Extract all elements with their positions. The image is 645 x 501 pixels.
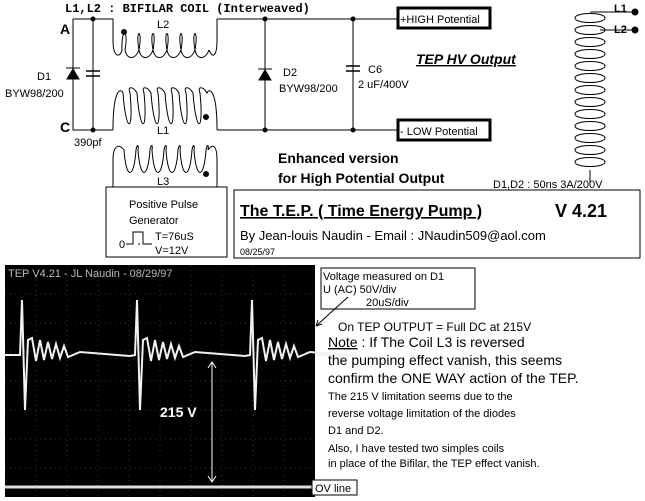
generator-line2: Generator bbox=[129, 215, 179, 227]
c6-capacitor-icon bbox=[346, 65, 360, 72]
note-output: On TEP OUTPUT = Full DC at 215V bbox=[338, 320, 531, 334]
junction bbox=[262, 16, 268, 22]
wire-left bbox=[72, 18, 114, 131]
wire-right bbox=[217, 18, 398, 131]
annotation-box bbox=[320, 267, 476, 310]
output-title: TEP HV Output bbox=[416, 51, 517, 67]
note-label: Note bbox=[328, 334, 358, 350]
schematic-labels: L1,L2 : BIFILAR COIL (Interweaved) A C D… bbox=[5, 2, 627, 257]
l2-label: L2 bbox=[157, 19, 169, 31]
zero-line-label: OV line bbox=[315, 483, 351, 495]
high-terminal-label: +HIGH Potential bbox=[400, 14, 480, 26]
author-line: By Jean-louis Naudin - Email : JNaudin50… bbox=[240, 228, 546, 243]
tep-title: The T.E.P. ( Time Energy Pump ) bbox=[240, 203, 482, 220]
low-terminal-box bbox=[396, 118, 492, 142]
note-rest: : If The Coil L3 is reversed bbox=[358, 334, 525, 350]
l3-label: L3 bbox=[157, 176, 169, 188]
polarity-dot bbox=[203, 114, 209, 120]
l1-label: L1 bbox=[157, 125, 169, 137]
date-label: 08/25/97 bbox=[240, 247, 275, 257]
oscilloscope: TEP V4.21 - JL Naudin - 08/29/97 215 V O… bbox=[5, 265, 361, 497]
note-line3: confirm the ONE WAY action of the TEP. bbox=[328, 370, 579, 386]
side-coil-l2: L2 bbox=[614, 24, 627, 36]
generator-box bbox=[105, 186, 228, 258]
schematic-title: L1,L2 : BIFILAR COIL (Interweaved) bbox=[65, 2, 310, 16]
enhanced-line1: Enhanced version bbox=[278, 150, 399, 166]
high-terminal-box bbox=[396, 6, 492, 30]
coil-l1-icon bbox=[112, 87, 218, 131]
zero-line-box bbox=[311, 479, 358, 496]
d1-diode-icon bbox=[66, 67, 80, 80]
side-coil-winding bbox=[574, 11, 635, 185]
junction bbox=[350, 127, 356, 133]
d1-part-label: BYW98/200 bbox=[5, 88, 64, 100]
voltage-arrow-icon bbox=[207, 361, 217, 483]
title-box bbox=[233, 189, 641, 259]
note-line4: The 215 V limitation seems due to the bbox=[328, 391, 513, 403]
schematic bbox=[66, 6, 641, 259]
scope-annotation: Voltage measured on D1 U (AC) 50V/div 20… bbox=[315, 267, 476, 327]
polarity-dot bbox=[203, 171, 209, 177]
scope-header: TEP V4.21 - JL Naudin - 08/29/97 bbox=[8, 268, 173, 280]
junction bbox=[350, 16, 356, 22]
generator-zero: 0 bbox=[119, 239, 125, 251]
low-terminal-label: - LOW Potential bbox=[400, 126, 478, 138]
note-line5: reverse voltage limitation of the diodes bbox=[328, 408, 516, 420]
title-block: The T.E.P. ( Time Energy Pump ) V 4.21 B… bbox=[240, 201, 607, 257]
d2-label: D2 bbox=[283, 67, 297, 79]
pulse-icon bbox=[126, 231, 152, 245]
note-line8: in place of the Bifilar, the TEP effect … bbox=[328, 458, 540, 470]
note-line6: D1 and D2. bbox=[328, 425, 384, 437]
note-line7: Also, I have tested two simples coils bbox=[328, 443, 505, 455]
generator-period: T=76uS bbox=[155, 231, 194, 243]
cap-390pf-label: 390pf bbox=[74, 137, 102, 149]
c6-value: 2 uF/400V bbox=[358, 79, 409, 91]
polarity-dot bbox=[121, 29, 127, 35]
junction bbox=[90, 16, 96, 22]
enhanced-line2: for High Potential Output bbox=[278, 170, 445, 186]
voltage-label: 215 V bbox=[160, 404, 197, 420]
node-c-label: C bbox=[60, 119, 70, 135]
coil-l3-icon bbox=[112, 145, 218, 187]
d2-part-label: BYW98/200 bbox=[279, 83, 338, 95]
version-label: V 4.21 bbox=[555, 201, 607, 221]
side-coil-l1: L1 bbox=[614, 3, 627, 15]
generator-line1: Positive Pulse bbox=[129, 199, 198, 211]
c6-label: C6 bbox=[368, 64, 382, 76]
annotation-line: 20uS/div bbox=[366, 297, 409, 309]
junction bbox=[90, 127, 96, 133]
notes: On TEP OUTPUT = Full DC at 215V Note : I… bbox=[328, 320, 579, 470]
note-line2: the pumping effect vanish, this seems bbox=[328, 352, 562, 368]
annotation-line: Voltage measured on D1 bbox=[323, 271, 444, 283]
d1-label: D1 bbox=[37, 71, 51, 83]
terminal-dot bbox=[631, 8, 639, 16]
d2-diode-icon bbox=[258, 68, 272, 81]
generator-voltage: V=12V bbox=[155, 245, 189, 257]
annotation-line: U (AC) 50V/div bbox=[323, 284, 397, 296]
coils bbox=[112, 19, 218, 187]
scope-trace bbox=[5, 299, 361, 411]
note-line1: Note : If The Coil L3 is reversed bbox=[328, 334, 525, 350]
capacitor-390pf-icon bbox=[86, 70, 100, 77]
junction bbox=[262, 127, 268, 133]
node-a-label: A bbox=[60, 21, 70, 37]
annotation-arrow-icon bbox=[315, 296, 349, 327]
coil-l2-icon bbox=[112, 19, 218, 58]
side-coil-icon bbox=[574, 11, 635, 185]
diode-spec: D1,D2 : 50ns 3A/200V bbox=[493, 179, 603, 191]
terminal-dot bbox=[631, 26, 639, 34]
